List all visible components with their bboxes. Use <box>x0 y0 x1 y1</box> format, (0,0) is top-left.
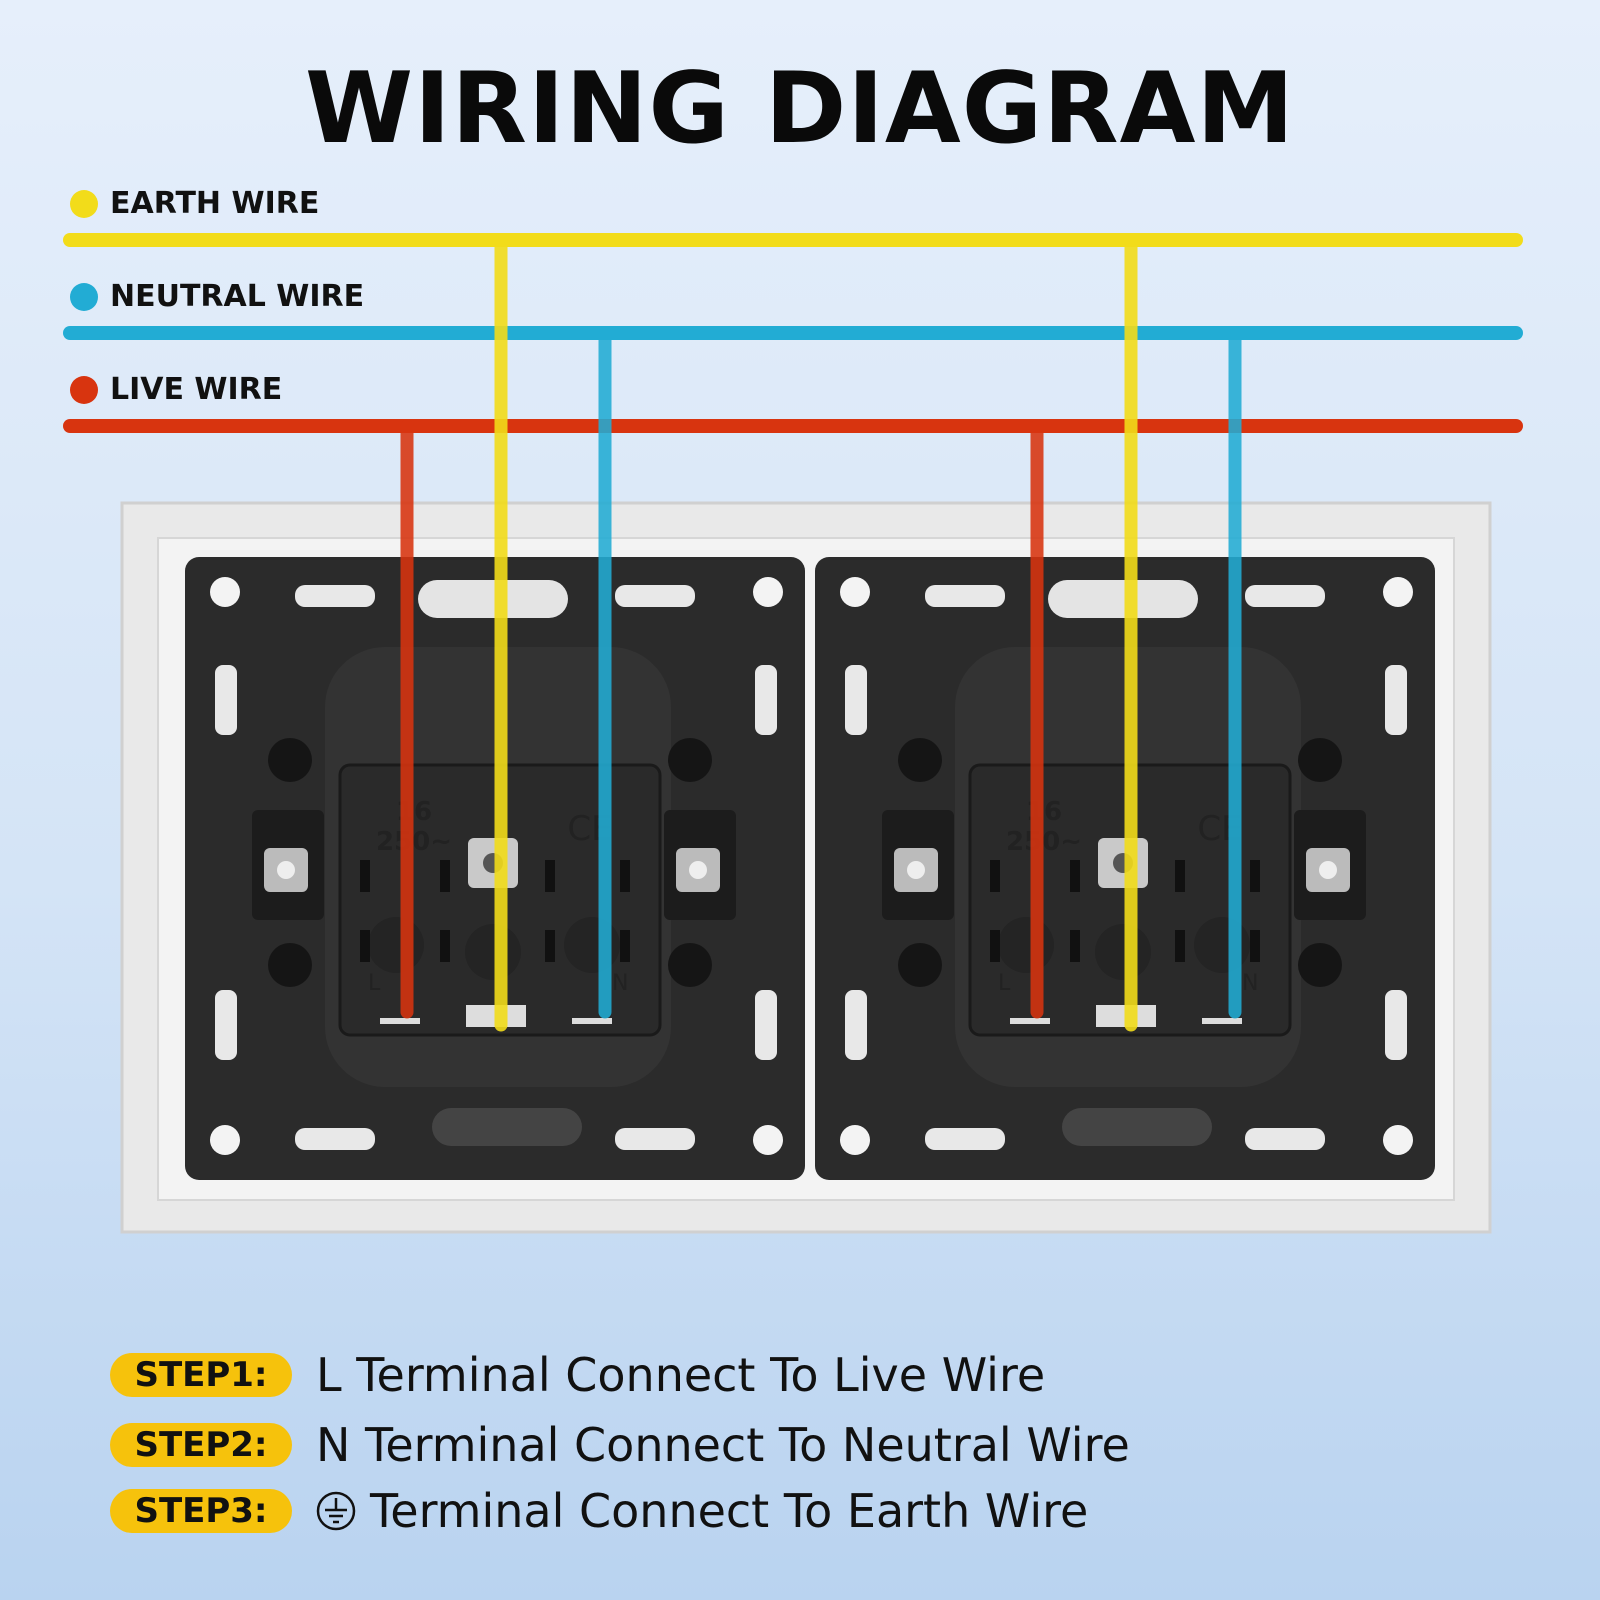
legend-earth: EARTH WIRE <box>70 186 319 221</box>
step-3: STEP3: Terminal Connect To Earth Wire <box>110 1484 1088 1538</box>
bottom-slot <box>1062 1108 1212 1146</box>
step-badge: STEP2: <box>110 1423 292 1467</box>
rating-bottom: 250~ <box>376 827 452 857</box>
contact-slit <box>1175 930 1185 962</box>
fixing-screw <box>898 738 942 782</box>
contact-slit <box>360 930 370 962</box>
side-slot <box>1385 990 1407 1060</box>
bottom-slot <box>432 1108 582 1146</box>
screw-hole <box>753 1125 783 1155</box>
step-2: STEP2: N Terminal Connect To Neutral Wire <box>110 1418 1130 1472</box>
step-text: L Terminal Connect To Live Wire <box>316 1348 1046 1402</box>
earth-symbol-icon <box>316 1491 356 1531</box>
mounting-slot <box>925 1128 1005 1150</box>
side-slot <box>755 665 777 735</box>
screw-hole <box>1383 1125 1413 1155</box>
step-badge: STEP1: <box>110 1353 292 1397</box>
fixing-screw <box>1298 738 1342 782</box>
earth-dot-icon <box>70 189 98 218</box>
mounting-slot <box>925 585 1005 607</box>
side-slot <box>845 665 867 735</box>
contact-slit <box>1250 860 1260 892</box>
fixing-screw <box>268 943 312 987</box>
mounting-slot <box>1245 1128 1325 1150</box>
contact-slit <box>545 930 555 962</box>
fixing-screw <box>668 738 712 782</box>
terminal-hole <box>1095 924 1151 980</box>
step-text: Terminal Connect To Earth Wire <box>370 1484 1089 1538</box>
screw-head <box>277 861 295 879</box>
neutral-dot-icon <box>70 282 98 311</box>
fixing-screw <box>668 943 712 987</box>
side-slot <box>215 665 237 735</box>
contact-slit <box>1175 860 1185 892</box>
live-clamp <box>380 1018 420 1024</box>
fixing-screw <box>268 738 312 782</box>
contact-slit <box>620 860 630 892</box>
fixing-screw <box>898 943 942 987</box>
terminal-hole <box>465 924 521 980</box>
mounting-slot <box>295 1128 375 1150</box>
top-slot <box>1048 580 1198 618</box>
top-slot <box>418 580 568 618</box>
rating-bottom: 250~ <box>1006 827 1082 857</box>
side-slot <box>1385 665 1407 735</box>
screw-hole <box>840 1125 870 1155</box>
mounting-slot <box>615 1128 695 1150</box>
step-1: STEP1: L Terminal Connect To Live Wire <box>110 1348 1045 1402</box>
neutral-clamp <box>572 1018 612 1024</box>
contact-slit <box>360 860 370 892</box>
side-slot <box>215 990 237 1060</box>
contact-slit <box>1250 930 1260 962</box>
screw-hole <box>210 1125 240 1155</box>
legend-label: EARTH WIRE <box>110 186 320 221</box>
side-slot <box>755 990 777 1060</box>
contact-slit <box>1070 860 1080 892</box>
terminal-hole <box>564 917 620 973</box>
legend-label: LIVE WIRE <box>110 372 283 407</box>
contact-slit <box>440 860 450 892</box>
terminal-hole <box>368 917 424 973</box>
live-marking: L <box>368 971 381 996</box>
screw-hole <box>210 577 240 607</box>
step-text: N Terminal Connect To Neutral Wire <box>316 1418 1130 1472</box>
legend-label: NEUTRAL WIRE <box>110 279 365 314</box>
contact-slit <box>545 860 555 892</box>
screw-head <box>1319 861 1337 879</box>
neutral-marking: N <box>612 971 628 996</box>
live-clamp <box>1010 1018 1050 1024</box>
fixing-screw <box>1298 943 1342 987</box>
contact-slit <box>620 930 630 962</box>
contact-slit <box>990 860 1000 892</box>
screw-head <box>907 861 925 879</box>
contact-slit <box>990 930 1000 962</box>
mounting-slot <box>295 585 375 607</box>
page-title: WIRING DIAGRAM <box>305 52 1295 166</box>
screw-hole <box>840 577 870 607</box>
live-marking: L <box>998 971 1011 996</box>
neutral-marking: N <box>1242 971 1258 996</box>
legend-neutral: NEUTRAL WIRE <box>70 279 364 314</box>
live-dot-icon <box>70 375 98 404</box>
terminal-hole <box>1194 917 1250 973</box>
contact-slit <box>440 930 450 962</box>
screw-hole <box>753 577 783 607</box>
screw-hole <box>1383 577 1413 607</box>
mounting-slot <box>1245 585 1325 607</box>
neutral-clamp <box>1202 1018 1242 1024</box>
screw-head <box>689 861 707 879</box>
terminal-hole <box>998 917 1054 973</box>
legend-live: LIVE WIRE <box>70 372 282 407</box>
step-badge: STEP3: <box>110 1489 292 1533</box>
side-slot <box>845 990 867 1060</box>
contact-slit <box>1070 930 1080 962</box>
mounting-slot <box>615 585 695 607</box>
